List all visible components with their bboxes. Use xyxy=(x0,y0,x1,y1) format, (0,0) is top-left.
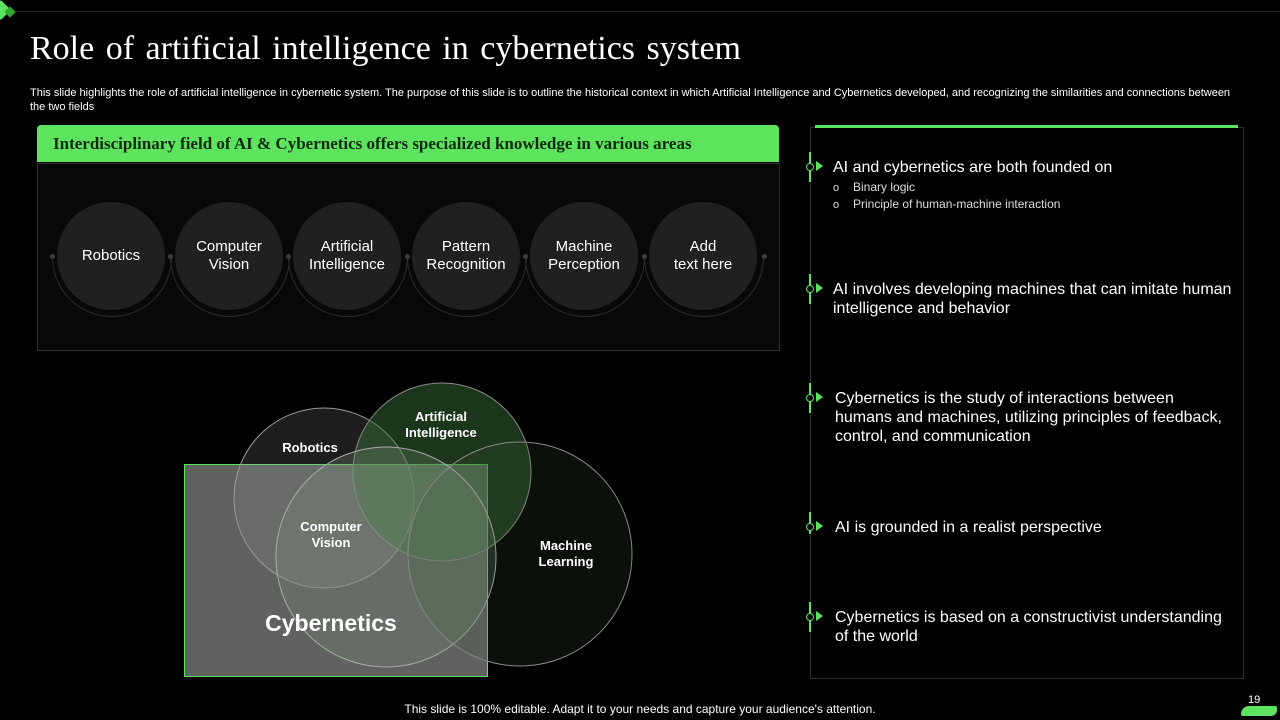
area-circle: Computer Vision xyxy=(175,202,283,310)
area-circle-dot xyxy=(50,254,55,259)
footer-note: This slide is 100% editable. Adapt it to… xyxy=(404,702,876,716)
venn-label-ai: Artificial Intelligence xyxy=(405,409,477,440)
area-circle: Add text here xyxy=(649,202,757,310)
bullet-marker-dot xyxy=(806,613,814,621)
area-circle: Artificial Intelligence xyxy=(293,202,401,310)
slide-title: Role of artificial intelligence in cyber… xyxy=(30,30,741,67)
fact-text: Cybernetics is based on a constructivist… xyxy=(835,609,1222,645)
venn-label-cybernetics: Cybernetics xyxy=(265,610,397,636)
area-circle-label: Add text here xyxy=(673,238,733,273)
top-divider xyxy=(0,11,1280,12)
bullet-marker-dot xyxy=(806,163,814,171)
fact-sublist: Binary logicPrinciple of human-machine i… xyxy=(833,179,1233,213)
venn-label-cv: Computer Vision xyxy=(300,519,362,550)
area-circle: Machine Perception xyxy=(530,202,638,310)
areas-panel-header: Interdisciplinary field of AI & Cybernet… xyxy=(37,125,779,162)
fact-item: AI is grounded in a realist perspective xyxy=(835,518,1235,537)
fact-text: AI involves developing machines that can… xyxy=(833,281,1232,317)
facts-panel-topbar xyxy=(815,125,1238,128)
area-circle: Robotics xyxy=(57,202,165,310)
bullet-arrow-icon xyxy=(816,283,823,293)
page-number: 19 xyxy=(1248,694,1261,706)
bullet-marker-dot xyxy=(806,523,814,531)
area-circle-label: Computer Vision xyxy=(196,238,262,273)
venn-robotics-circle xyxy=(233,407,415,589)
venn-cybernetics-box xyxy=(184,464,488,677)
bullet-marker-dot xyxy=(806,394,814,402)
area-circle: Pattern Recognition xyxy=(412,202,520,310)
venn-cv-circle xyxy=(275,446,497,668)
fact-item: AI involves developing machines that can… xyxy=(833,280,1233,318)
area-circle-dot xyxy=(286,254,291,259)
area-circle-dot xyxy=(405,254,410,259)
area-circle-label: Pattern Recognition xyxy=(426,238,506,273)
bullet-arrow-icon xyxy=(816,161,823,171)
bullet-arrow-icon xyxy=(816,521,823,531)
hand-icon xyxy=(1241,706,1277,716)
area-circle-label: Robotics xyxy=(81,247,141,264)
fact-text: Cybernetics is the study of interactions… xyxy=(835,390,1222,445)
area-circle-dot xyxy=(523,254,528,259)
bullet-arrow-icon xyxy=(816,611,823,621)
fact-text: AI is grounded in a realist perspective xyxy=(835,519,1102,536)
bullet-marker-dot xyxy=(806,285,814,293)
fact-item: AI and cybernetics are both founded on Bi… xyxy=(833,158,1233,213)
area-circle-label: Machine Perception xyxy=(548,238,620,273)
fact-text: AI and cybernetics are both founded on xyxy=(833,159,1113,176)
slide-subtitle: This slide highlights the role of artifi… xyxy=(30,87,1231,113)
venn-label-robotics: Robotics xyxy=(282,440,338,455)
area-circle-dot xyxy=(168,254,173,259)
areas-panel-header-text: Interdisciplinary field of AI & Cybernet… xyxy=(53,134,692,153)
fact-item: Cybernetics is the study of interactions… xyxy=(835,389,1235,446)
venn-label-ml: Machine Learning xyxy=(538,538,594,569)
venn-ai-circle xyxy=(352,382,532,562)
fact-subitem: Principle of human-machine interaction xyxy=(833,196,1233,213)
area-circle-label: Artificial Intelligence xyxy=(309,238,385,273)
area-circle-dot xyxy=(642,254,647,259)
bullet-arrow-icon xyxy=(816,392,823,402)
venn-ml-circle xyxy=(407,441,633,667)
fact-item: Cybernetics is based on a constructivist… xyxy=(835,608,1235,646)
area-circle-dot xyxy=(762,254,767,259)
fact-subitem: Binary logic xyxy=(833,179,1233,196)
